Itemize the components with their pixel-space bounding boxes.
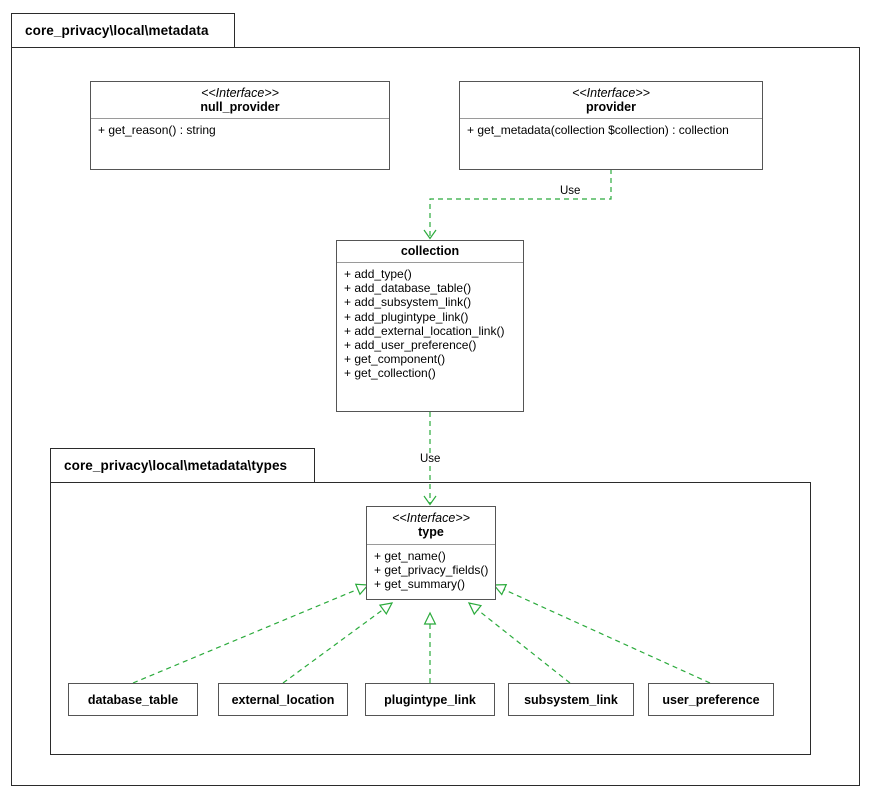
type-header: <<Interface>> type: [367, 507, 495, 545]
class-node-user-preference[interactable]: user_preference: [648, 683, 774, 716]
collection-member: + get_collection(): [344, 366, 436, 381]
provider-member: + get_metadata(collection $collection) :…: [467, 123, 729, 137]
class-node-database-table[interactable]: database_table: [68, 683, 198, 716]
inner-package-label: core_privacy\local\metadata\types: [64, 458, 288, 473]
outer-package: [11, 47, 860, 786]
collection-member: + add_external_location_link(): [344, 323, 505, 338]
type-member: + get_privacy_fields(): [374, 563, 489, 578]
database-table-title: database_table: [87, 692, 179, 707]
type-stereotype: <<Interface>>: [392, 511, 470, 525]
class-node-null-provider[interactable]: <<Interface>> null_provider + get_reason…: [90, 81, 390, 170]
collection-member: + add_user_preference(): [344, 338, 477, 353]
null-provider-members: + get_reason() : string: [91, 119, 389, 142]
type-title: type: [418, 525, 444, 540]
edge-label-text: Use: [420, 453, 441, 465]
edge-label-provider-uses-collection: Use: [558, 185, 583, 197]
type-members: + get_name() + get_privacy_fields() + ge…: [367, 545, 495, 597]
collection-members: + add_type() + add_database_table() + ad…: [337, 263, 523, 386]
type-member: + get_name(): [374, 549, 446, 563]
edge-label-text: Use: [560, 185, 581, 197]
inner-package-tab: core_privacy\local\metadata\types: [50, 448, 315, 483]
class-node-subsystem-link[interactable]: subsystem_link: [508, 683, 634, 716]
inner-package: [50, 482, 811, 755]
provider-stereotype: <<Interface>>: [572, 86, 650, 100]
collection-member: + add_plugintype_link(): [344, 309, 469, 324]
class-node-collection[interactable]: collection + add_type() + add_database_t…: [336, 240, 524, 412]
provider-header: <<Interface>> provider: [460, 82, 762, 119]
null-provider-title: null_provider: [200, 100, 280, 115]
null-provider-header: <<Interface>> null_provider: [91, 82, 389, 119]
class-node-provider[interactable]: <<Interface>> provider + get_metadata(co…: [459, 81, 763, 170]
outer-package-label: core_privacy\local\metadata: [25, 23, 209, 38]
collection-title: collection: [400, 244, 460, 258]
user-preference-title: user_preference: [662, 692, 760, 707]
edge-label-collection-uses-type: Use: [418, 453, 443, 465]
collection-member: + add_type(): [344, 267, 412, 281]
class-node-plugintype-link[interactable]: plugintype_link: [365, 683, 495, 716]
provider-members: + get_metadata(collection $collection) :…: [460, 119, 762, 142]
plugintype-link-title: plugintype_link: [384, 692, 476, 707]
type-member: + get_summary(): [374, 577, 466, 592]
null-provider-member: + get_reason() : string: [98, 123, 216, 137]
collection-member: + add_subsystem_link(): [344, 295, 472, 310]
outer-package-tab: core_privacy\local\metadata: [11, 13, 235, 48]
class-node-type[interactable]: <<Interface>> type + get_name() + get_pr…: [366, 506, 496, 600]
collection-member: + add_database_table(): [344, 281, 472, 296]
provider-title: provider: [585, 100, 636, 115]
collection-member: + get_component(): [344, 352, 446, 367]
null-provider-stereotype: <<Interface>>: [201, 86, 279, 100]
collection-header: collection: [337, 241, 523, 263]
class-node-external-location[interactable]: external_location: [218, 683, 348, 716]
external-location-title: external_location: [231, 692, 335, 707]
subsystem-link-title: subsystem_link: [524, 692, 618, 707]
